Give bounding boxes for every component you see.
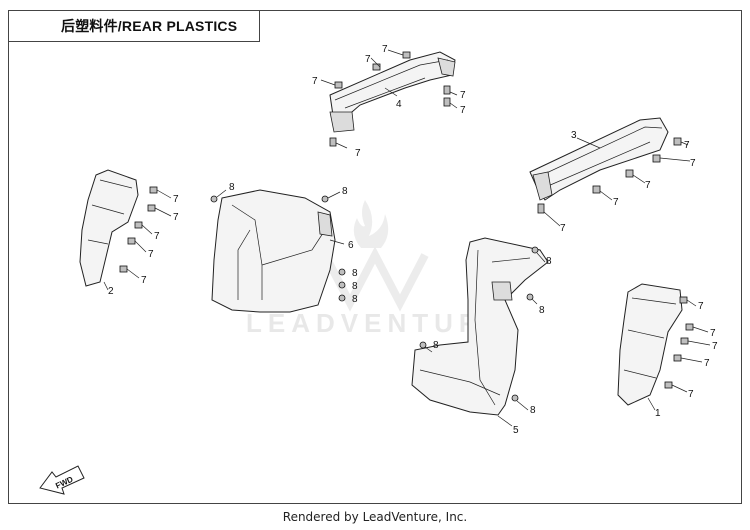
callout-8: 8 — [539, 305, 545, 316]
part-4 — [329, 51, 456, 133]
callout-7: 7 — [710, 328, 716, 339]
callout-8: 8 — [229, 182, 235, 193]
callout-part-3: 3 — [571, 130, 577, 141]
fasteners-part-6 — [210, 190, 345, 301]
callout-7: 7 — [355, 148, 361, 159]
part-6 — [211, 189, 336, 313]
part-1 — [617, 283, 683, 406]
callout-part-5: 5 — [513, 425, 519, 436]
footer-credit: Rendered by LeadVenture, Inc. — [282, 510, 468, 524]
callout-8: 8 — [530, 405, 536, 416]
diagram-title: 后塑料件/REAR PLASTICS — [61, 18, 238, 34]
callout-8: 8 — [546, 256, 552, 267]
callout-7: 7 — [154, 231, 160, 242]
fasteners-part-3 — [537, 137, 691, 227]
callout-7: 7 — [704, 358, 710, 369]
fasteners-part-1 — [647, 296, 711, 411]
title-box: 后塑料件/REAR PLASTICS — [8, 10, 260, 42]
callout-7: 7 — [460, 90, 466, 101]
part-3 — [529, 117, 669, 201]
callout-7: 7 — [312, 76, 318, 87]
callout-7: 7 — [173, 194, 179, 205]
callout-7: 7 — [645, 180, 651, 191]
callout-7: 7 — [712, 341, 718, 352]
callout-7: 7 — [173, 212, 179, 223]
watermark-text: LEADVENTURE — [246, 308, 507, 338]
callout-7: 7 — [141, 275, 147, 286]
callout-part-6: 6 — [348, 240, 354, 251]
callout-8: 8 — [352, 294, 358, 305]
part-5 — [411, 237, 549, 416]
callout-7: 7 — [698, 301, 704, 312]
callout-part-4: 4 — [396, 99, 402, 110]
callout-7: 7 — [460, 105, 466, 116]
callout-part-1: 1 — [655, 408, 661, 419]
fasteners-part-2 — [103, 186, 172, 291]
callout-7: 7 — [560, 223, 566, 234]
fasteners-part-4 — [320, 49, 458, 149]
callout-8: 8 — [352, 281, 358, 292]
callout-7: 7 — [148, 249, 154, 260]
callout-8: 8 — [433, 340, 439, 351]
part-2 — [79, 169, 139, 287]
callout-7: 7 — [684, 140, 690, 151]
callout-7: 7 — [688, 389, 694, 400]
fwd-arrow-icon: FWD — [39, 465, 85, 495]
callout-7: 7 — [365, 54, 371, 65]
callout-7: 7 — [690, 158, 696, 169]
callout-8: 8 — [342, 186, 348, 197]
fasteners-part-5 — [419, 246, 546, 427]
callout-8: 8 — [352, 268, 358, 279]
sheet-border — [8, 10, 742, 504]
callout-part-2: 2 — [108, 286, 114, 297]
callout-7: 7 — [382, 44, 388, 55]
callout-7: 7 — [613, 197, 619, 208]
